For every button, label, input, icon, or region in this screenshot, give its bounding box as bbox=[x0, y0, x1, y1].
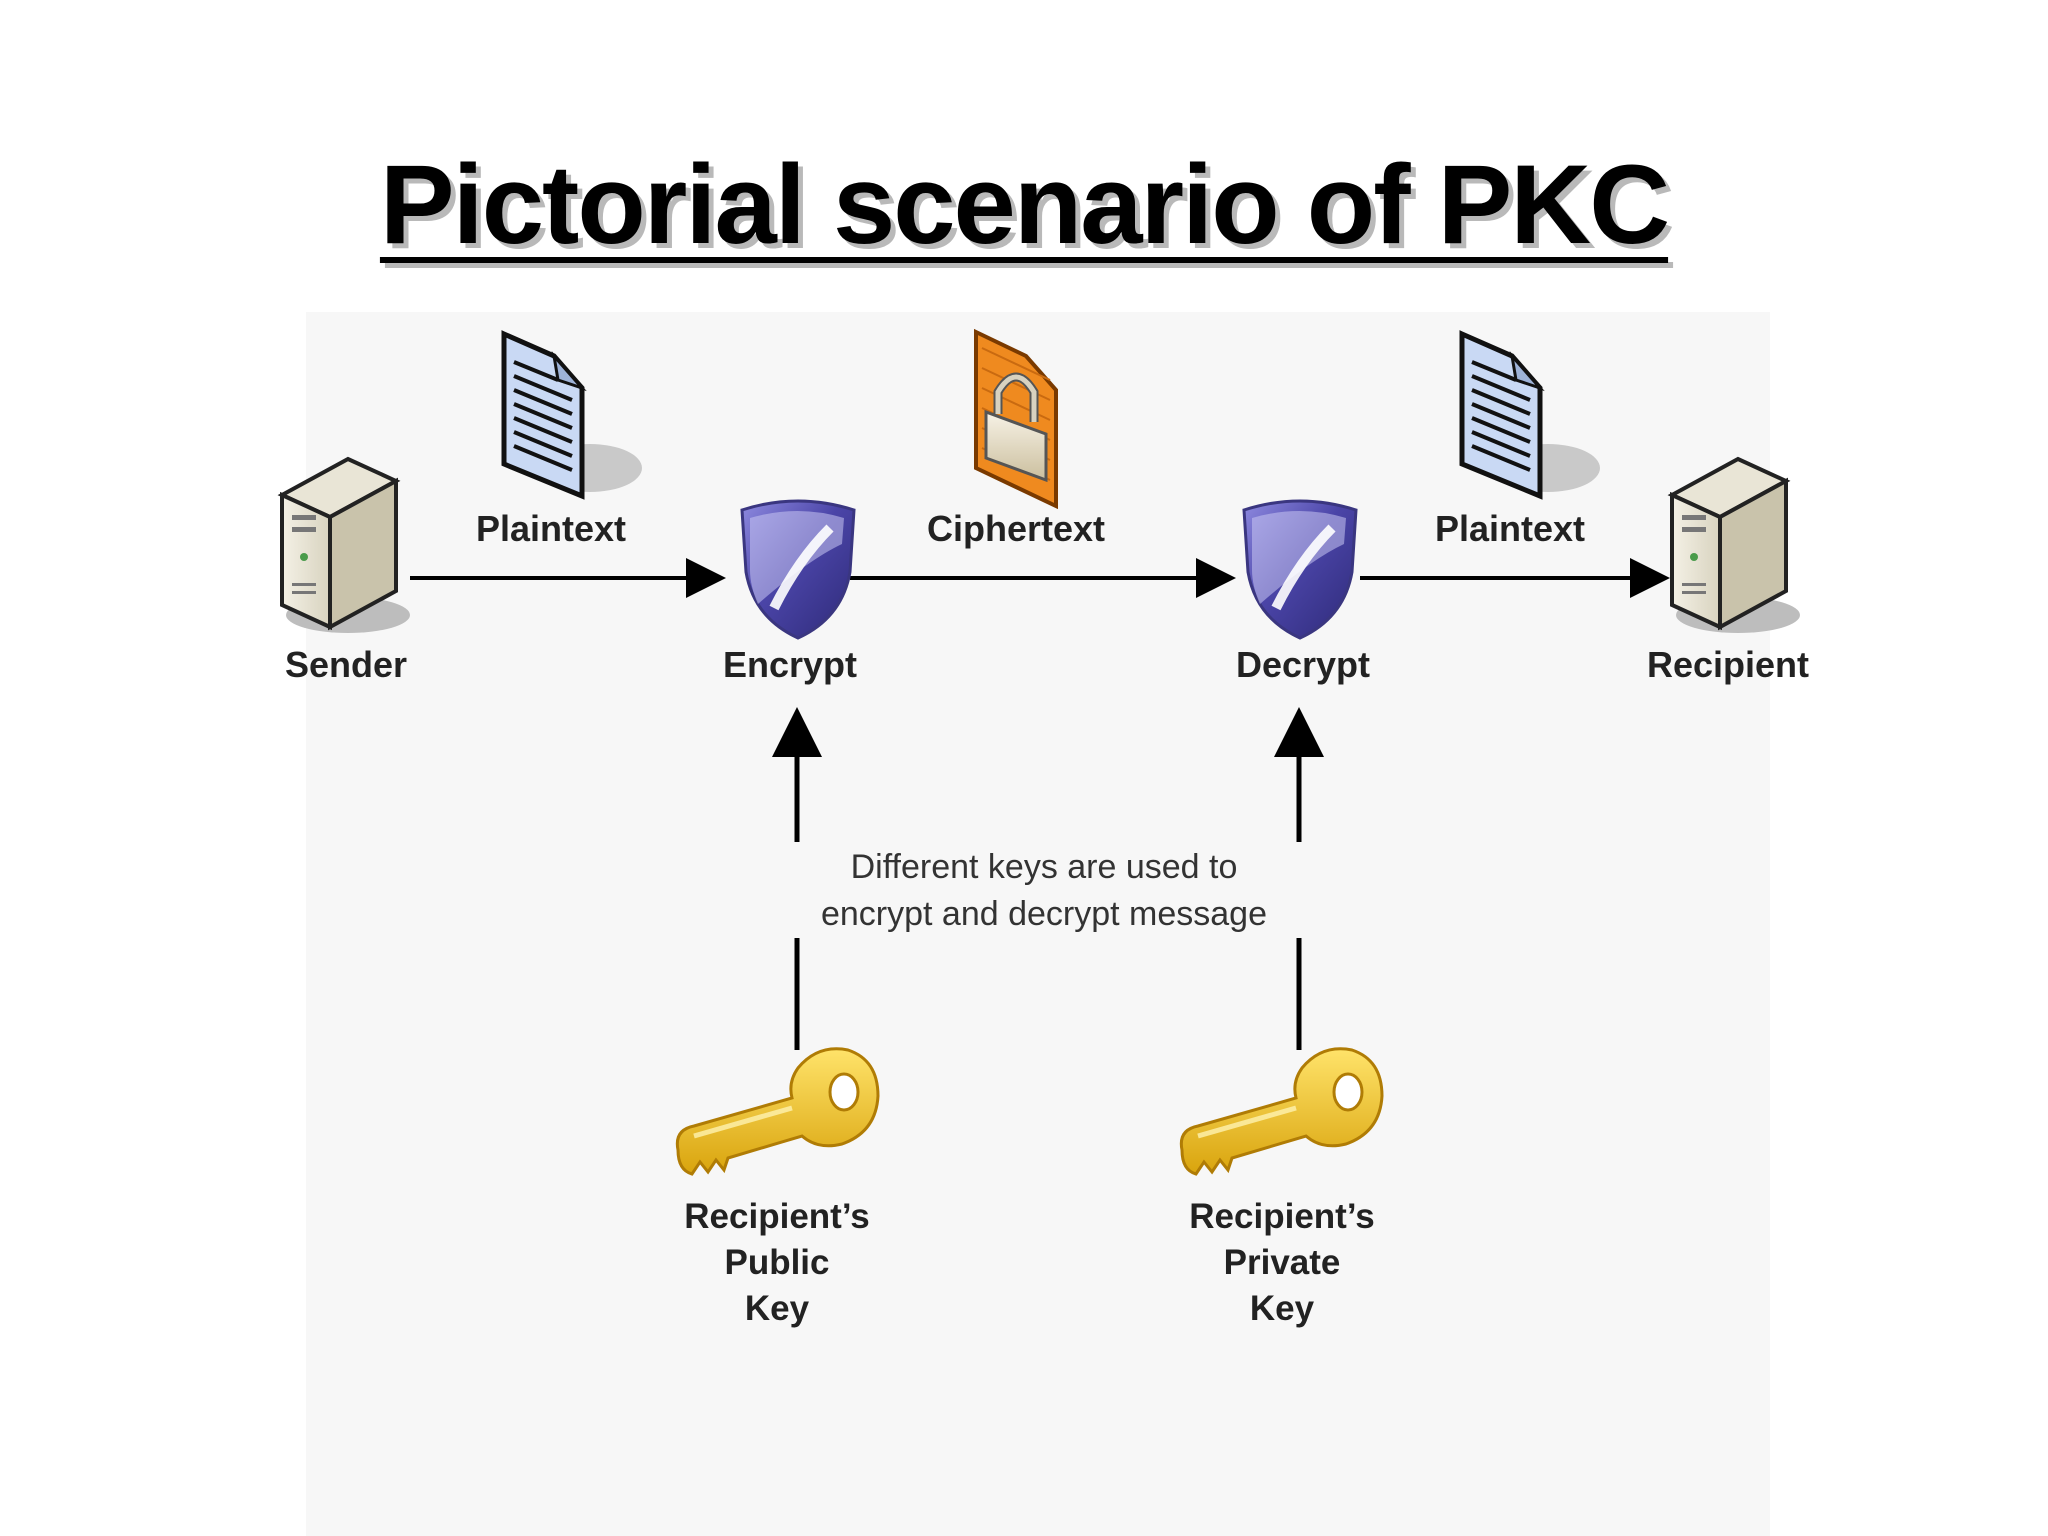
shield-icon bbox=[740, 499, 856, 640]
public-key-label-line-1: Recipient’s bbox=[684, 1197, 870, 1236]
diagram-background bbox=[306, 312, 1770, 1536]
public-key-label-line-2: Public bbox=[724, 1243, 830, 1282]
encrypt-label: Encrypt bbox=[722, 644, 858, 685]
locked-document-icon bbox=[974, 328, 1058, 510]
private-key-label: Recipient’s Private Key bbox=[1189, 1194, 1374, 1332]
ciphertext-label: Ciphertext bbox=[926, 508, 1106, 549]
different-keys-note: Different keys are used to encrypt and d… bbox=[821, 844, 1267, 938]
document-icon bbox=[501, 330, 642, 500]
private-key-label-line-3: Key bbox=[1249, 1289, 1315, 1328]
key-icon bbox=[675, 1047, 880, 1176]
public-key-label-line-3: Key bbox=[744, 1289, 810, 1328]
note-line-2: encrypt and decrypt message bbox=[820, 895, 1268, 933]
shield-icon bbox=[1242, 499, 1358, 640]
page-title: Pictorial scenario of PKC bbox=[379, 142, 1670, 267]
recipient-label: Recipient bbox=[1646, 644, 1810, 685]
sender-label: Sender bbox=[284, 644, 408, 685]
private-key-label-line-2: Private bbox=[1223, 1243, 1341, 1282]
plaintext-label-right: Plaintext bbox=[1434, 508, 1586, 549]
document-icon bbox=[1459, 330, 1600, 500]
private-key-label-line-1: Recipient’s bbox=[1189, 1197, 1375, 1236]
server-icon bbox=[277, 456, 410, 633]
plaintext-label-left: Plaintext bbox=[475, 508, 627, 549]
server-icon bbox=[1667, 456, 1800, 633]
decrypt-label: Decrypt bbox=[1235, 644, 1371, 685]
key-icon bbox=[1179, 1047, 1384, 1176]
note-line-1: Different keys are used to bbox=[850, 848, 1238, 886]
public-key-label: Recipient’s Public Key bbox=[684, 1194, 869, 1332]
